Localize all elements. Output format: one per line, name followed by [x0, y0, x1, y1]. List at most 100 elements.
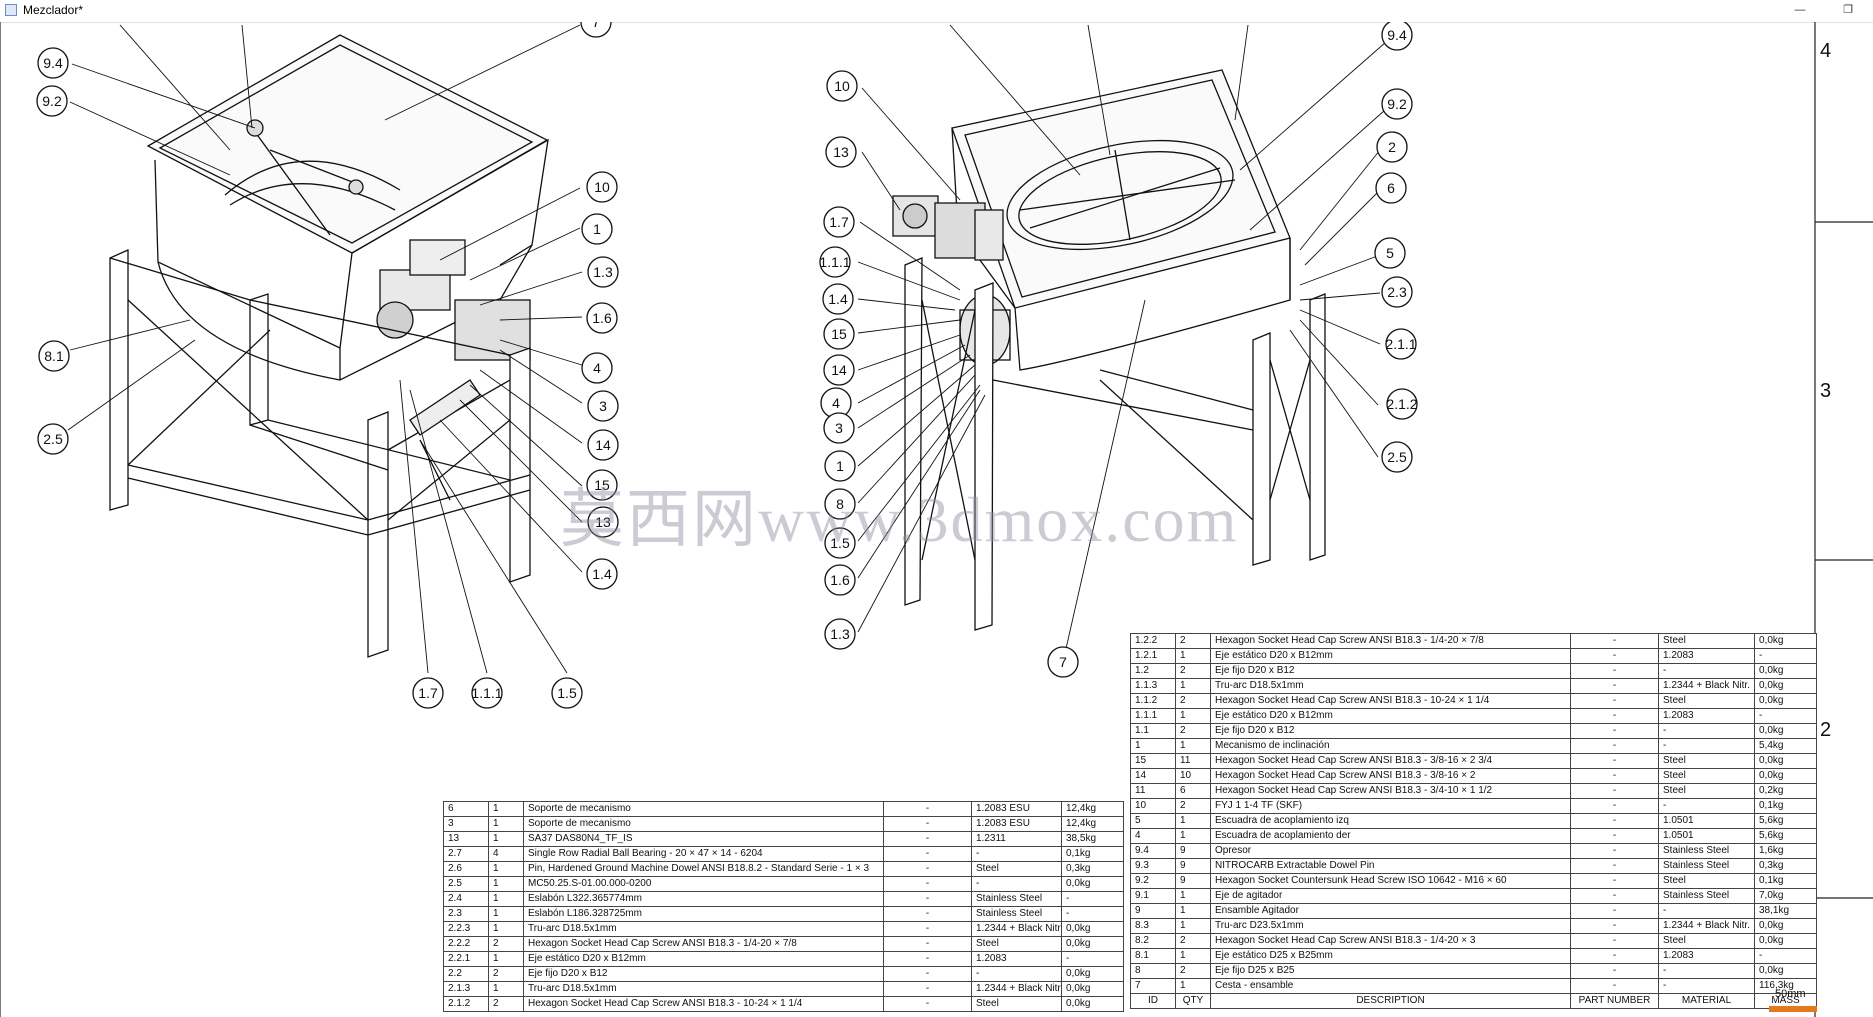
minimize-button[interactable]: — [1794, 4, 1806, 16]
bom-cell: Steel [1658, 768, 1755, 784]
bom-cell: - [1061, 891, 1124, 907]
bom-cell: 3 [443, 816, 489, 832]
right-callout-label: 10 [834, 78, 850, 94]
left-callout-circle [587, 429, 619, 461]
right-callouts: 10131.71.1.11.4151443181.51.61.379.49.22… [819, 22, 1418, 678]
bom-cell: 14 [1130, 768, 1176, 784]
bom-cell: 1.2.2 [1130, 633, 1176, 649]
bom-header-id: ID [1130, 993, 1176, 1009]
bom-cell: 2.6 [443, 861, 489, 877]
bom-cell: 2.4 [443, 891, 489, 907]
bom-cell: 0,0kg [1754, 753, 1817, 769]
bom-cell: 2.5 [443, 876, 489, 892]
bom-cell: Steel [1658, 753, 1755, 769]
bom-cell: 1 [1175, 828, 1211, 844]
bom-cell: 1.1.1 [1130, 708, 1176, 724]
bom-cell: - [883, 891, 972, 907]
bom-cell: - [883, 981, 972, 997]
left-callout-label: 2.5 [43, 431, 63, 447]
zone-label-2: 2 [1820, 719, 1832, 741]
left-callout-circle [586, 558, 618, 590]
bom-cell: - [1570, 708, 1659, 724]
bom-cell: 1.2083 [1658, 648, 1755, 664]
bom-cell: 13 [443, 831, 489, 847]
bom-cell: FYJ 1 1-4 TF (SKF) [1210, 798, 1571, 814]
bom-cell: 0,0kg [1754, 633, 1817, 649]
right-callout-label: 5 [1386, 245, 1394, 261]
bom-cell: NITROCARB Extractable Dowel Pin [1210, 858, 1571, 874]
right-callout-circle [1381, 88, 1413, 120]
right-callout-circle [825, 136, 857, 168]
bom-cell: 8.1 [1130, 948, 1176, 964]
left-callout-label: 3 [599, 398, 607, 414]
bom-cell: Hexagon Socket Head Cap Screw ANSI B18.3… [1210, 633, 1571, 649]
right-callout-circle [824, 618, 856, 650]
bom-cell: 1.2 [1130, 663, 1176, 679]
bom-cell: - [883, 831, 972, 847]
bom-cell: Hexagon Socket Head Cap Screw ANSI B18.3… [1210, 783, 1571, 799]
left-callout-circle [38, 340, 70, 372]
right-callout-label: 4 [832, 395, 840, 411]
right-callout-circle [819, 246, 851, 278]
left-callout-label: 1.7 [418, 685, 438, 701]
bom-cell: Stainless Steel [1658, 888, 1755, 904]
bom-cell: 15 [1130, 753, 1176, 769]
bom-cell: Tru-arc D18.5x1mm [1210, 678, 1571, 694]
bom-cell: 1.2344 + Black Nitr. [971, 921, 1062, 937]
left-callout-circle [587, 390, 619, 422]
right-callout-label: 7 [1059, 654, 1067, 670]
left-callout-label: 1 [593, 221, 601, 237]
bom-cell: 9.4 [1130, 843, 1176, 859]
bom-cell: 2.2.1 [443, 951, 489, 967]
right-callout-label: 2.1.1 [1385, 336, 1416, 352]
bom-cell: Eje estático D20 x B12mm [1210, 708, 1571, 724]
right-callout-label: 1 [836, 458, 844, 474]
bom-header-part-number: PART NUMBER [1570, 993, 1659, 1009]
left-callout-circle [37, 47, 69, 79]
bom-cell: Opresor [1210, 843, 1571, 859]
left-callout-label: 9.2 [42, 93, 62, 109]
bom-cell: 2.2 [443, 966, 489, 982]
left-callout-circle [586, 469, 618, 501]
right-callout-label: 13 [833, 144, 849, 160]
bom-cell: 9 [1175, 843, 1211, 859]
bom-cell: - [1061, 951, 1124, 967]
drawing-canvas[interactable]: 9.49.28.12.571011.31.6431415131.41.71.1.… [0, 22, 1873, 1017]
right-callout-label: 1.5 [830, 535, 850, 551]
bom-cell: Hexagon Socket Head Cap Screw ANSI B18.3… [1210, 753, 1571, 769]
restore-button[interactable]: ❐ [1843, 4, 1853, 16]
bom-cell: - [1570, 678, 1659, 694]
bom-cell: 1.0501 [1658, 828, 1755, 844]
bom-cell: 1 [1175, 678, 1211, 694]
bom-cell: 7 [1130, 978, 1176, 994]
left-callout-circle [412, 677, 444, 709]
bom-cell: Stainless Steel [1658, 843, 1755, 859]
app-icon [5, 4, 17, 16]
left-callout-label: 14 [595, 437, 611, 453]
bom-cell: 0,0kg [1061, 936, 1124, 952]
right-callout-circle [1374, 237, 1406, 269]
bom-cell: Eje estático D20 x B12mm [523, 951, 884, 967]
bom-cell: - [971, 876, 1062, 892]
left-callout-label: 1.1.1 [471, 685, 502, 701]
bom-cell: 2 [1175, 963, 1211, 979]
bom-cell: Stainless Steel [971, 891, 1062, 907]
bom-cell: - [1570, 813, 1659, 829]
bom-cell: 1.2311 [971, 831, 1062, 847]
bom-cell: 9.3 [1130, 858, 1176, 874]
bom-cell: 1 [1175, 948, 1211, 964]
